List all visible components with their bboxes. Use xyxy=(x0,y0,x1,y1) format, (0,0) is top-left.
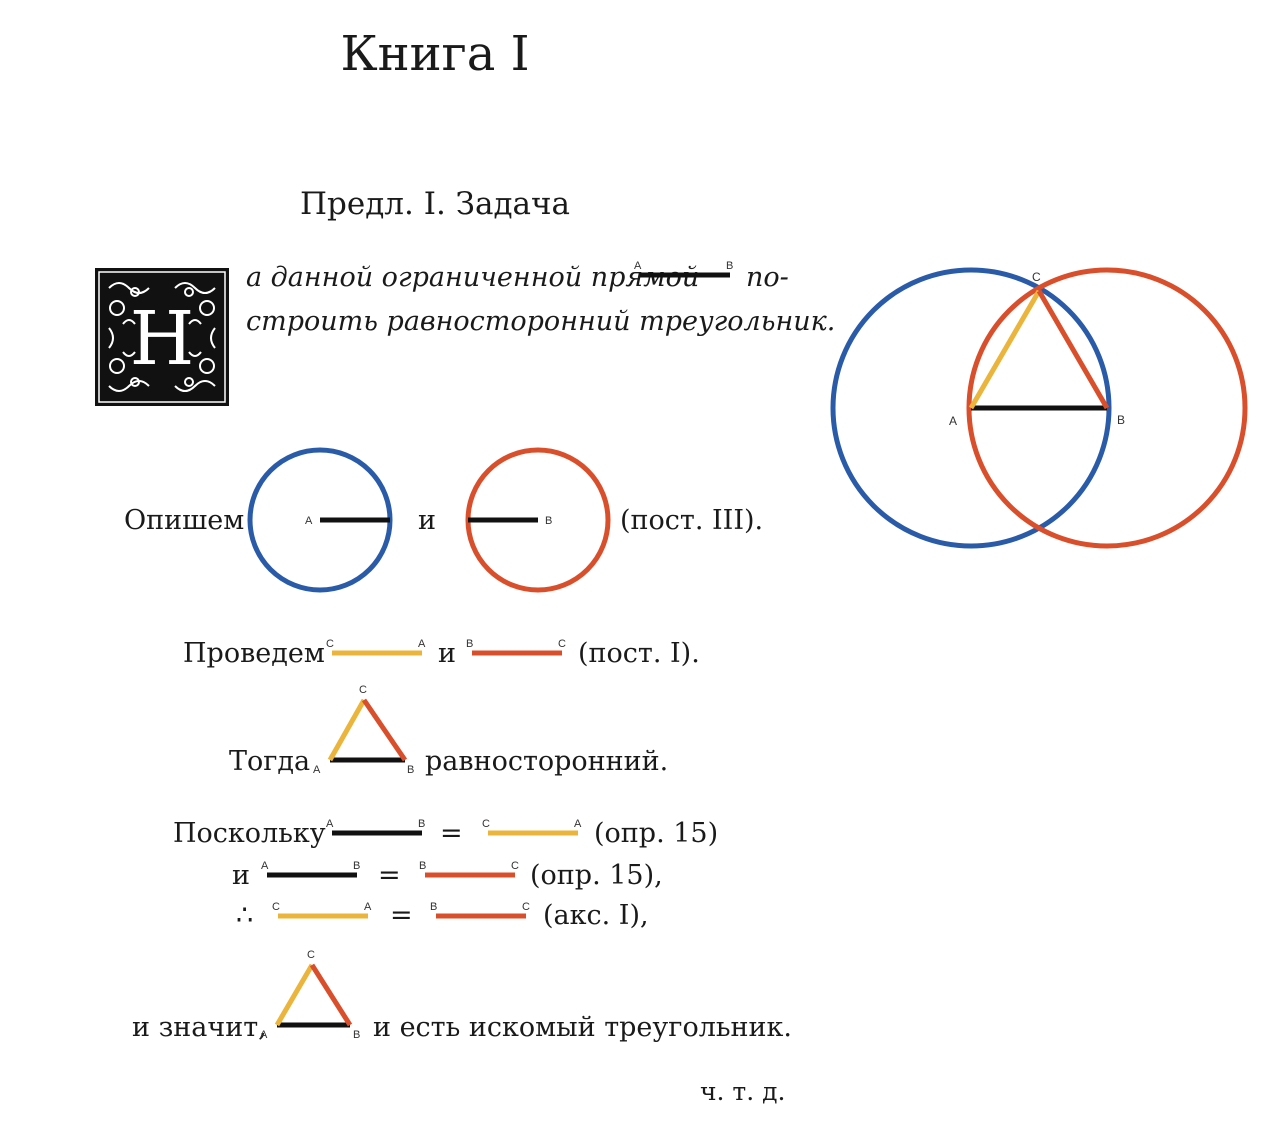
svg-text:B: B xyxy=(545,515,552,527)
svg-text:A: A xyxy=(574,818,582,830)
segment-ac-large xyxy=(968,289,1042,410)
then-rest: равносторонний. xyxy=(425,746,669,777)
svg-text:A: A xyxy=(261,860,269,872)
svg-text:A: A xyxy=(364,901,372,913)
segment-ca-proof3: C A xyxy=(272,901,372,919)
book-title: Книга I xyxy=(340,26,530,82)
intro-line-1-end: по- xyxy=(746,262,789,293)
svg-text:C: C xyxy=(307,949,315,961)
triangle-abc-then: C A B xyxy=(313,684,414,776)
draw-ref: (пост. I). xyxy=(578,638,700,669)
proof-line2-equals: = xyxy=(378,860,401,891)
proof-line1-ref: (опр. 15) xyxy=(594,818,719,849)
qed-mark: ч. т. д. xyxy=(700,1077,786,1106)
drop-cap-letter: Н xyxy=(130,296,195,382)
svg-text:B: B xyxy=(726,260,733,272)
intro-line-1-start: а данной ограниченной прямой xyxy=(246,262,700,293)
describe-conj: и xyxy=(418,505,436,536)
segment-ca-draw: C A xyxy=(326,638,426,656)
proposition-title: Предл. I. Задача xyxy=(299,186,570,222)
proof-line2-word: и xyxy=(232,860,250,891)
svg-text:C: C xyxy=(522,901,530,913)
proof-line2-ref: (опр. 15), xyxy=(530,860,663,891)
svg-text:C: C xyxy=(482,818,490,830)
segment-bc-draw: B C xyxy=(466,638,566,656)
point-b-label: B xyxy=(1117,413,1125,427)
point-c-label: C xyxy=(1032,270,1041,284)
conclusion-after: и есть искомый треугольник. xyxy=(373,1012,793,1043)
segment-ca-proof1: C A xyxy=(482,818,582,836)
svg-text:B: B xyxy=(353,1029,360,1041)
svg-text:C: C xyxy=(272,901,280,913)
proof-line3-ref: (акс. I), xyxy=(543,900,649,931)
proof-line1-equals: = xyxy=(440,818,463,849)
circle-blue-large xyxy=(830,267,1112,549)
segment-ab-proof1: A B xyxy=(326,818,425,836)
segment-ab-intro: A B xyxy=(634,260,733,278)
circle-red-large xyxy=(966,267,1248,549)
proof-line3-equals: = xyxy=(390,900,413,931)
circle-red-small: A B xyxy=(465,447,611,593)
svg-text:A: A xyxy=(326,818,334,830)
svg-text:C: C xyxy=(359,684,367,696)
flourish-ornament xyxy=(108,282,216,392)
svg-text:A: A xyxy=(634,260,642,272)
circle-blue-small: A B xyxy=(247,447,393,593)
describe-ref: (пост. III). xyxy=(620,505,764,536)
proof-line1-word: Поскольку xyxy=(173,818,326,849)
svg-text:C: C xyxy=(558,638,566,650)
segment-bc-large xyxy=(1036,289,1110,410)
svg-text:A: A xyxy=(260,1029,268,1041)
svg-text:A: A xyxy=(418,638,426,650)
construction-diagram: C A B xyxy=(830,267,1248,549)
svg-text:B: B xyxy=(418,818,425,830)
svg-text:B: B xyxy=(419,860,426,872)
describe-word: Опишем xyxy=(124,505,245,536)
triangle-abc-conclusion: C A B xyxy=(260,949,360,1041)
segment-ab-proof2: A B xyxy=(261,860,360,878)
svg-text:B: B xyxy=(430,901,437,913)
segment-bc-proof2: B C xyxy=(419,860,519,878)
svg-text:A: A xyxy=(313,764,321,776)
conclusion-before: и значит, xyxy=(132,1012,267,1043)
svg-text:B: B xyxy=(407,764,414,776)
svg-text:A: A xyxy=(305,515,313,527)
draw-word: Проведем xyxy=(183,638,325,669)
draw-conj: и xyxy=(438,638,456,669)
proof-line3-therefore: ∴ xyxy=(236,900,254,931)
point-a-label: A xyxy=(949,414,957,428)
drop-cap: Н xyxy=(95,268,229,406)
svg-text:C: C xyxy=(511,860,519,872)
intro-line-2: строить равносторонний треугольник. xyxy=(246,306,836,337)
svg-text:C: C xyxy=(326,638,334,650)
svg-text:B: B xyxy=(353,860,360,872)
svg-text:B: B xyxy=(466,638,473,650)
segment-bc-proof3: B C xyxy=(430,901,530,919)
then-word: Тогда xyxy=(229,746,311,777)
